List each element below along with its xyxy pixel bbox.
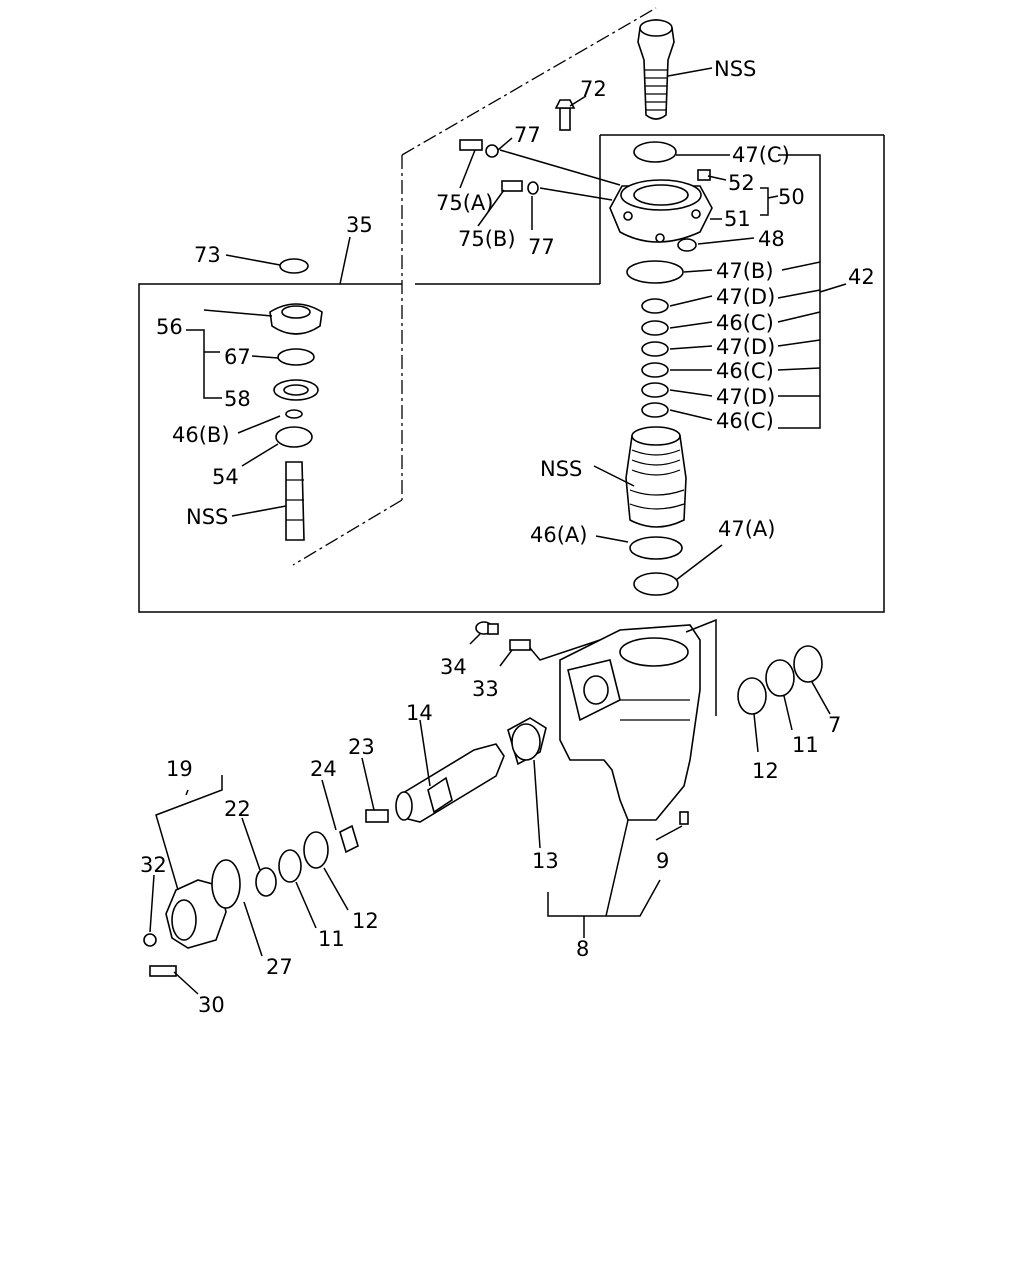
label-35: 35: [346, 213, 373, 237]
valve-housing-50-icon: [609, 141, 713, 252]
label-nss-left: NSS: [186, 505, 228, 529]
fitting-33-icon: [509, 639, 531, 651]
label-46c-1: 46(C): [716, 311, 774, 335]
bolt-72-icon: [554, 99, 576, 131]
fitting-75a-icon: [459, 139, 499, 158]
label-75a: 75(A): [436, 191, 493, 215]
label-73: 73: [194, 243, 221, 267]
rings-11-12-7-right-icon: [737, 645, 823, 715]
label-32: 32: [140, 853, 167, 877]
upper-shaft-part: [637, 19, 675, 120]
label-72: 72: [580, 77, 607, 101]
label-48: 48: [758, 227, 785, 251]
label-77-lower: 77: [528, 235, 555, 259]
bearing-13-icon: [507, 717, 547, 766]
label-47d-2: 47(D): [716, 335, 775, 359]
label-nss-mid: NSS: [540, 457, 582, 481]
fitting-75b-icon: [501, 180, 539, 195]
label-46b: 46(B): [172, 423, 230, 447]
shaft-14-icon: [395, 743, 505, 823]
label-46a: 46(A): [530, 523, 587, 547]
label-11-left: 11: [318, 927, 345, 951]
label-75b: 75(B): [458, 227, 516, 251]
label-34: 34: [440, 655, 467, 679]
gear-housing-8-icon: [559, 624, 701, 821]
label-42: 42: [848, 265, 875, 289]
label-14: 14: [406, 701, 433, 725]
callout-labels: NSS 72 77 75(A) 75(B) 77 47(C) 52 50 51 …: [140, 57, 875, 1017]
label-54: 54: [212, 465, 239, 489]
label-nss-top: NSS: [714, 57, 756, 81]
label-56: 56: [156, 315, 183, 339]
label-47a: 47(A): [718, 517, 775, 541]
label-9: 9: [656, 849, 669, 873]
label-23: 23: [348, 735, 375, 759]
label-13: 13: [532, 849, 559, 873]
label-19: 19: [166, 757, 193, 781]
label-27: 27: [266, 955, 293, 979]
label-67: 67: [224, 345, 251, 369]
ring-46a-icon: [629, 536, 683, 560]
leader-lines: [149, 67, 847, 995]
label-47d-1: 47(D): [716, 285, 775, 309]
seal-47a-icon: [633, 572, 679, 596]
label-7: 7: [828, 713, 841, 737]
label-46c-2: 46(C): [716, 359, 774, 383]
label-52: 52: [728, 171, 755, 195]
label-50: 50: [778, 185, 805, 209]
label-11-right: 11: [792, 733, 819, 757]
spring-23-24-icon: [339, 809, 389, 854]
worm-shaft-part: [625, 426, 687, 528]
seal-ring-stack-icon: [626, 260, 684, 418]
cover-19-icon: [143, 859, 241, 977]
bolt-34-icon: [475, 621, 499, 635]
label-77-upper: 77: [514, 123, 541, 147]
label-33: 33: [472, 677, 499, 701]
label-58: 58: [224, 387, 251, 411]
drain-plug-9-icon: [679, 811, 689, 825]
label-8: 8: [576, 937, 589, 961]
label-22: 22: [224, 797, 251, 821]
label-51: 51: [724, 207, 751, 231]
label-24: 24: [310, 757, 337, 781]
label-47d-3: 47(D): [716, 385, 775, 409]
label-30: 30: [198, 993, 225, 1017]
label-12-right: 12: [752, 759, 779, 783]
rings-11-12-left-icon: [255, 831, 329, 897]
label-46c-3: 46(C): [716, 409, 774, 433]
label-47b: 47(B): [716, 259, 774, 283]
label-12-left: 12: [352, 909, 379, 933]
label-47c-top: 47(C): [732, 143, 790, 167]
sector-assembly-part: [269, 258, 323, 541]
assembly-boundaries: [138, 7, 885, 613]
